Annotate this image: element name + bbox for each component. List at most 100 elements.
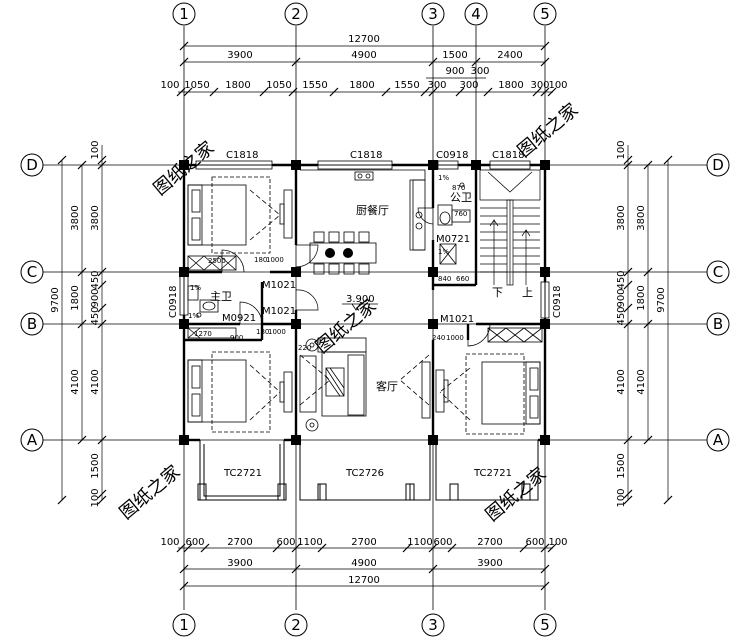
axis-bottom-2: 2	[291, 616, 301, 634]
axis-left-b: B	[27, 315, 37, 333]
axis-left-c: C	[27, 263, 37, 281]
door-m1021-b: M1021	[262, 306, 296, 317]
axis-top-5: 5	[540, 5, 550, 23]
axis-bubbles	[20, 2, 730, 637]
dim-bot-total: 12700	[348, 575, 380, 586]
dim-left-in-3: 450	[90, 270, 101, 289]
dim-bot-r1-9: 2700	[477, 537, 502, 548]
stair	[479, 169, 541, 286]
sd-1000-b: 1000	[268, 328, 286, 336]
dim-top-r2-4: 2400	[497, 50, 522, 61]
dim-top-r3-12: 100	[548, 80, 567, 91]
axis-top-4: 4	[471, 5, 481, 23]
axis-right-c: C	[713, 263, 723, 281]
balconies	[197, 440, 539, 501]
level-4: 1%	[438, 248, 449, 256]
dim-top-r3-6: 1800	[349, 80, 374, 91]
dim-right-in-3: 450	[616, 270, 627, 289]
dim-top-r3-11: 300	[530, 80, 549, 91]
dim-left-in-2: 3800	[90, 205, 101, 230]
stair-up-label: 上	[522, 286, 533, 299]
sd-220: 220	[298, 344, 311, 352]
dim-right-in-4: 900	[616, 288, 627, 307]
dim-left-in-1: 100	[90, 140, 101, 159]
dim-bot-r1-2: 600	[185, 537, 204, 548]
watermark-2: 图纸之家	[514, 99, 583, 161]
sd-1000-a: 1000	[266, 256, 284, 264]
sd-180-b: 180	[256, 328, 269, 336]
window-tc2721-a: TC2721	[223, 468, 262, 479]
dim-bot-r2-3: 3900	[477, 558, 502, 569]
dim-top-total: 12700	[348, 34, 380, 45]
dim-bot-r1-6: 2700	[351, 537, 376, 548]
opening-codes: C1818 C1818 C0918 C1818 C0918 C0918 TC27…	[168, 150, 563, 479]
room-bath-main: 主卫	[210, 290, 232, 303]
sd-760: 760	[454, 210, 467, 218]
dim-right-mid-2: 1800	[636, 285, 647, 310]
room-kitchen-dining: 厨餐厅	[356, 203, 389, 217]
axis-bottom-5: 5	[540, 616, 550, 634]
dim-left-in-5: 450	[90, 306, 101, 325]
axis-bottom-3: 3	[428, 616, 438, 634]
dim-left-in-7: 1500	[90, 453, 101, 478]
beds	[187, 176, 541, 435]
dim-right-in-7: 1500	[616, 453, 627, 478]
dim-left-in-4: 900	[90, 288, 101, 307]
stair-down-label: 下	[492, 286, 503, 299]
dim-lines-right	[623, 145, 673, 505]
dim-left-total: 9700	[50, 287, 61, 312]
dim-left-in-8: 100	[90, 488, 101, 507]
dim-bot-r1-7: 1100	[407, 537, 432, 548]
sd-2500: 2500	[208, 257, 226, 265]
dim-bot-r2-1: 3900	[227, 558, 252, 569]
axis-lines	[42, 26, 708, 610]
dim-top-small-2: 300	[470, 66, 489, 77]
sd-660: 660	[456, 275, 469, 283]
dim-text-left: 9700 3800 1800 4100 100 3800 450 900 450…	[50, 140, 101, 507]
dim-lines-top	[176, 41, 557, 97]
dim-right-mid-1: 3800	[636, 205, 647, 230]
room-living: 客厅	[376, 379, 398, 393]
dim-left-mid-1: 3800	[70, 205, 81, 230]
dim-text-bottom: 100 600 2700 600 1100 2700 1100 600 2700…	[160, 537, 567, 586]
axis-labels: 1 2 3 4 5 1 2 3 5 D C B A D C B A	[26, 5, 724, 634]
axis-bottom-1: 1	[179, 616, 189, 634]
bathrooms	[187, 182, 471, 318]
door-m1021-a: M1021	[262, 280, 296, 291]
dim-bot-r1-10: 600	[525, 537, 544, 548]
dim-top-r3-2: 1050	[184, 80, 209, 91]
dim-top-r3-5: 1550	[302, 80, 327, 91]
dim-bot-r1-4: 600	[276, 537, 295, 548]
dim-top-r3-1: 100	[160, 80, 179, 91]
dim-bot-r1-1: 100	[160, 537, 179, 548]
dim-top-r3-3: 1800	[225, 80, 250, 91]
dim-bot-r1-11: 100	[548, 537, 567, 548]
door-m1021-c: M1021	[440, 314, 474, 325]
dim-right-total: 9700	[656, 287, 667, 312]
axis-right-d: D	[712, 156, 724, 174]
dim-left-in-6: 4100	[90, 369, 101, 394]
dim-top-r3-8: 300	[427, 80, 446, 91]
axis-left-a: A	[27, 431, 38, 449]
window-c0918-right: C0918	[552, 286, 563, 318]
watermarks: 图纸之家 图纸之家 图纸之家 图纸之家 图纸之家	[116, 99, 583, 525]
dim-top-r3-4: 1050	[266, 80, 291, 91]
window-tc2726: TC2726	[345, 468, 384, 479]
axis-top-2: 2	[291, 5, 301, 23]
dining-decor	[325, 248, 353, 258]
dim-top-r3-9: 300	[459, 80, 478, 91]
axis-top-1: 1	[179, 5, 189, 23]
dim-lines-bottom	[176, 543, 557, 591]
dim-top-r2-1: 3900	[227, 50, 252, 61]
window-c1818-b: C1818	[350, 150, 382, 161]
dim-text-top: 12700 3900 4900 1500 2400 900 300 100 10…	[160, 34, 567, 91]
walls	[181, 162, 548, 443]
level-1: 1%	[190, 284, 201, 292]
axis-top-3: 3	[428, 5, 438, 23]
axis-right-b: B	[713, 315, 723, 333]
dim-right-in-8: 100	[616, 488, 627, 507]
window-c0918-left: C0918	[168, 286, 179, 318]
small-dims: 180 1000 180 1000 240 1000 900 840 660 2…	[188, 174, 469, 352]
dim-right-mid-3: 4100	[636, 369, 647, 394]
